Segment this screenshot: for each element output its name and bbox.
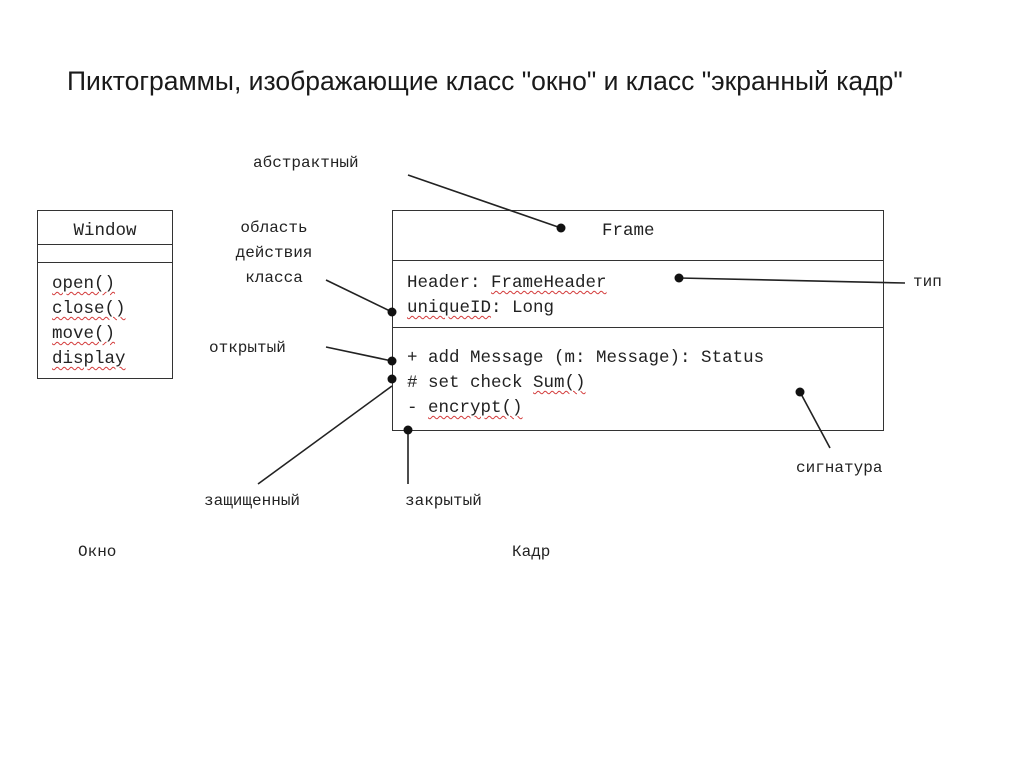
pointer-private-dot — [403, 425, 413, 435]
pointer-protected-dot — [387, 374, 397, 384]
annotation-public: открытый — [209, 339, 286, 357]
annotation-scope-line3: класса — [245, 269, 303, 287]
annotation-private: закрытый — [405, 492, 482, 510]
frame-operation-encrypt: - encrypt() — [407, 396, 523, 421]
window-caption: Окно — [78, 543, 117, 561]
attribute-type: FrameHeader — [491, 273, 607, 293]
visibility-marker: # — [407, 373, 418, 393]
attribute-name: Header — [407, 273, 471, 293]
frame-attribute-header: Header: FrameHeader — [407, 271, 607, 296]
frame-caption: Кадр — [512, 543, 551, 561]
pointer-scope-line — [325, 279, 393, 313]
slide-title: Пиктограммы, изображающие класс "окно" и… — [67, 66, 903, 96]
pointer-type-line — [678, 277, 906, 284]
pointer-public-dot — [387, 356, 397, 366]
frame-attribute-uniqueid: uniqueID: Long — [407, 296, 554, 321]
pointer-protected-line — [257, 385, 393, 485]
window-operation-close: close() — [52, 299, 126, 319]
frame-divider-bottom — [392, 327, 884, 328]
visibility-marker: - — [407, 398, 418, 418]
annotation-scope-line2: действия — [235, 244, 313, 262]
pointer-signature-line — [799, 391, 831, 449]
frame-operation-add-message: + add Message (m: Message): Status — [407, 346, 764, 371]
pointer-public-line — [325, 346, 393, 362]
frame-divider-top — [392, 260, 884, 261]
attribute-name: uniqueID — [407, 298, 492, 318]
window-operation-display: display — [52, 349, 126, 369]
window-divider-top — [37, 244, 173, 245]
pointer-abstract-dot — [556, 223, 566, 233]
operation-text: set check — [417, 373, 534, 393]
frame-class-box — [392, 210, 884, 431]
window-class-name: Window — [73, 221, 137, 241]
visibility-marker: + — [407, 348, 418, 368]
window-operation-open: open() — [52, 274, 116, 294]
frame-operation-set-check-sum: # set check Sum() — [407, 371, 586, 396]
annotation-scope-line1: область — [240, 219, 308, 237]
attribute-separator: : — [470, 273, 492, 293]
window-divider-bottom — [37, 262, 173, 263]
annotation-type: тип — [913, 273, 942, 291]
operation-wavy-text: encrypt() — [428, 398, 523, 418]
operation-text: add Message (m: Message): Status — [417, 348, 765, 368]
pointer-signature-dot — [795, 387, 805, 397]
attribute-type: Long — [512, 298, 555, 318]
frame-class-name: Frame — [602, 221, 655, 241]
annotation-signature: сигнатура — [796, 459, 883, 477]
window-operation-move: move() — [52, 324, 116, 344]
annotation-protected: защищенный — [204, 492, 301, 510]
attribute-separator: : — [491, 298, 513, 318]
pointer-scope-dot — [387, 307, 397, 317]
window-class-box — [37, 210, 173, 379]
pointer-type-dot — [674, 273, 684, 283]
annotation-abstract: абстрактный — [253, 154, 359, 172]
pointer-abstract-line — [407, 174, 562, 229]
operation-wavy-text: Sum() — [533, 373, 586, 393]
